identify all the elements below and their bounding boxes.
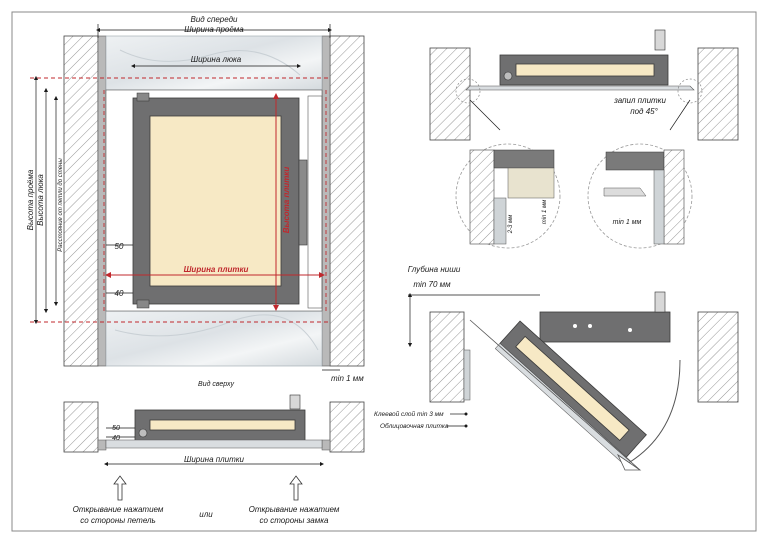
hinge-distance-label: Расстояние от петли до стены bbox=[58, 158, 64, 252]
tile-top bbox=[105, 35, 323, 91]
top-view: Вид сверху 50 40 Ширина плитки Открывани… bbox=[63, 380, 365, 525]
top-left-wall bbox=[63, 401, 99, 453]
front-view: Вид спереди Ширина проёма Ширина люка Вы… bbox=[26, 15, 365, 383]
dim-40-front: 40 bbox=[115, 289, 124, 298]
open-hatch-frame bbox=[539, 311, 671, 343]
section-right-wall bbox=[697, 47, 739, 141]
top-right-wall bbox=[329, 401, 365, 453]
or-label: или bbox=[199, 510, 213, 519]
section-tile-cut: запил плитки под 45° 2-3 мм min 1 мм min… bbox=[429, 29, 739, 249]
open-hinge-line2: со стороны петель bbox=[80, 516, 155, 525]
glue-layer-label: Клеевой слой min 3 мм bbox=[374, 410, 444, 418]
hatch-height-label: Высота люка bbox=[36, 174, 45, 226]
push-arrow-lock-icon bbox=[289, 475, 303, 501]
open-left-wall bbox=[429, 311, 465, 403]
section-left-wall bbox=[429, 47, 471, 141]
open-right-wall bbox=[697, 311, 739, 403]
detail-2-3mm: 2-3 мм bbox=[508, 215, 514, 235]
open-direction-arrow-icon bbox=[617, 453, 642, 471]
niche-depth-line1: Глубина ниши bbox=[408, 265, 461, 274]
open-lock-line1: Открывание нажатием bbox=[249, 505, 340, 514]
opening-width-label: Ширина проёма bbox=[184, 25, 244, 34]
open-lock-line2: со стороны замка bbox=[260, 516, 329, 525]
right-wall bbox=[329, 35, 365, 367]
left-wall bbox=[63, 35, 99, 367]
opening-height-label: Высота проёма bbox=[26, 169, 35, 230]
tile-width-label: Ширина плитки bbox=[184, 265, 249, 274]
tile-cut-line1: запил плитки bbox=[613, 96, 666, 105]
push-arrow-hinge-icon bbox=[113, 475, 127, 501]
detail-min-1mm-left: min 1 мм bbox=[542, 200, 548, 225]
front-view-title: Вид спереди bbox=[191, 15, 239, 24]
dim-50-top: 50 bbox=[112, 425, 120, 432]
min-1mm-front: min 1 мм bbox=[331, 374, 364, 383]
dim-40-top: 40 bbox=[112, 435, 120, 442]
facing-tile-label: Облицовочная плитка bbox=[380, 422, 449, 430]
top-view-title: Вид сверху bbox=[198, 380, 234, 388]
tile-cut-line2: под 45° bbox=[630, 107, 658, 116]
niche-depth-line2: min 70 мм bbox=[413, 280, 451, 289]
tile-width-top-label: Ширина плитки bbox=[184, 455, 245, 464]
detail-min-1mm-right: min 1 мм bbox=[613, 219, 642, 226]
hatch-width-label: Ширина люка bbox=[191, 55, 242, 64]
dim-50-front: 50 bbox=[115, 242, 124, 251]
tile-bottom bbox=[105, 310, 323, 367]
hatch-door bbox=[149, 115, 282, 287]
open-hinge-line1: Открывание нажатием bbox=[73, 505, 164, 514]
page-border bbox=[11, 11, 757, 532]
tile-height-label: Высота плитки bbox=[282, 167, 291, 234]
section-open-door: Глубина ниши min 70 мм Клеевой слой min … bbox=[374, 265, 739, 471]
